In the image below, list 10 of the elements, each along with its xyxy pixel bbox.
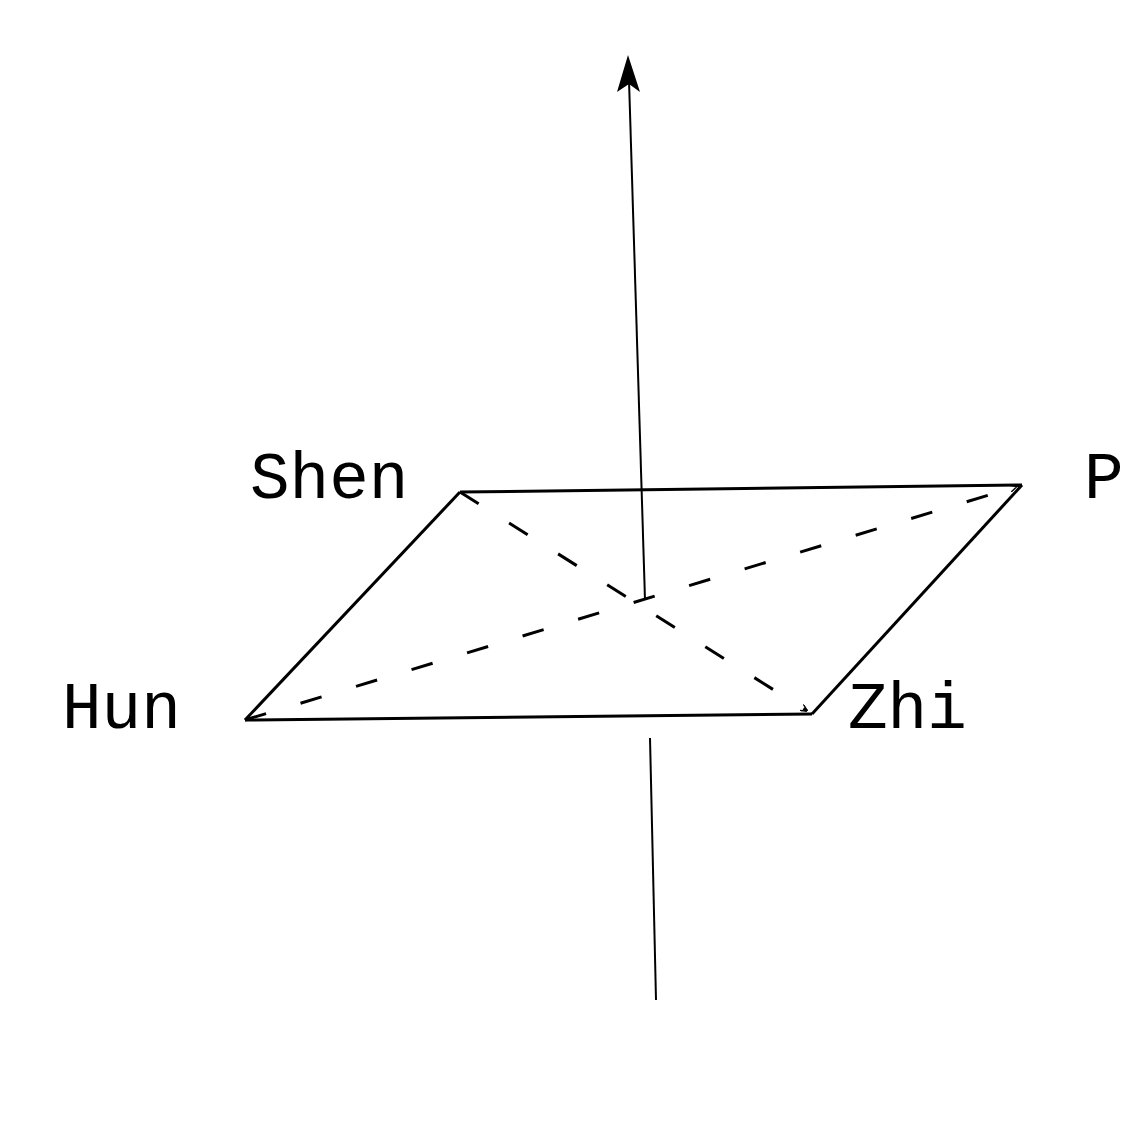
- edge-line: [810, 484, 1024, 715]
- dashed-arrow: [459, 490, 809, 713]
- edge-line: [243, 490, 462, 722]
- corner-label: Hun: [62, 678, 181, 744]
- dashed-arrow: [244, 484, 1018, 722]
- corner-label: Shen: [250, 448, 409, 514]
- edge-line: [460, 483, 1022, 494]
- corner-label: Zhi: [848, 678, 967, 744]
- edge-line: [245, 712, 812, 722]
- corner-label: P: [1084, 448, 1124, 514]
